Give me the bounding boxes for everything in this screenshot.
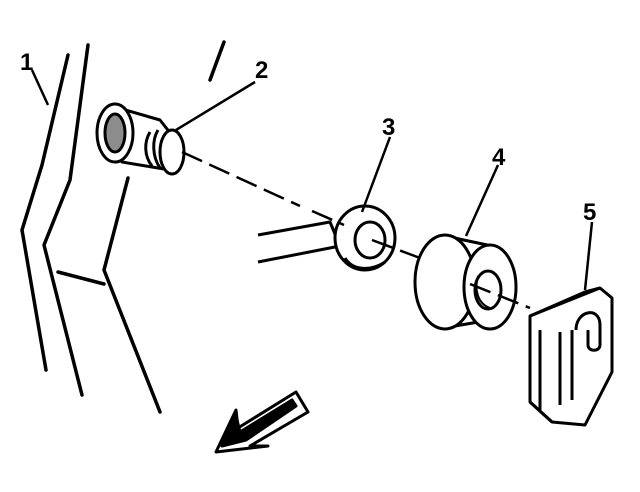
lever-arm: [257, 204, 397, 272]
mounting-panel: [20, 40, 226, 414]
bushing: [413, 233, 518, 331]
direction-arrow-icon: [214, 390, 310, 454]
callout-2: 2: [255, 57, 268, 84]
assembly-axis-line: [181, 150, 531, 310]
leader-lines: [30, 69, 594, 291]
callout-5: 5: [583, 199, 596, 226]
pivot-pin: [95, 102, 186, 176]
retaining-clip: [528, 286, 614, 427]
callout-4: 4: [492, 144, 506, 171]
callout-3: 3: [382, 114, 395, 141]
callout-1: 1: [20, 49, 33, 76]
